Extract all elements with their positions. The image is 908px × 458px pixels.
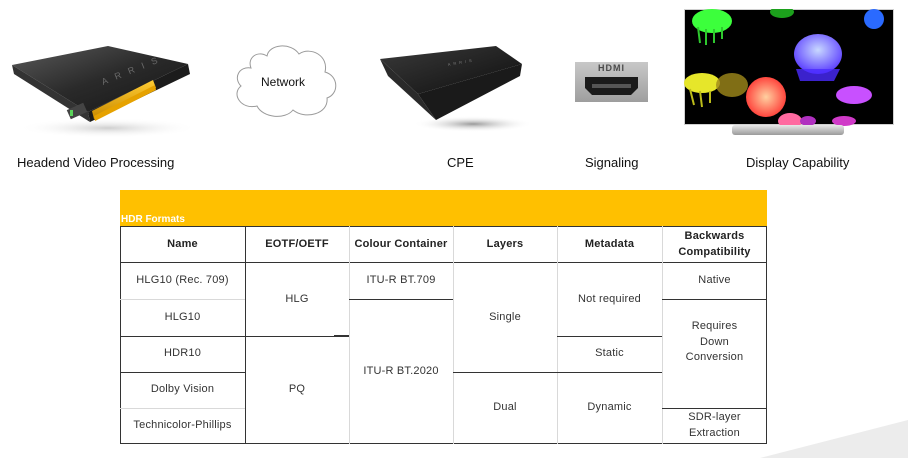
cell-container-bt709: ITU-R BT.709: [366, 274, 436, 287]
stage-label-signaling: Signaling: [585, 155, 639, 170]
grid-h-name-3: [120, 372, 245, 373]
cell-metadata-not-required: Not required: [578, 292, 641, 305]
grid-h-layers-tick: [453, 372, 458, 373]
table-title: HDR Formats: [121, 214, 185, 225]
grid-v-1: [245, 226, 246, 444]
row-name-hlg10-rec709: HLG10 (Rec. 709): [136, 274, 229, 287]
network-cloud-icon: [229, 38, 341, 122]
grid-h-container-tick: [334, 335, 349, 336]
row-name-technicolor: Technicolor-Phillips: [133, 419, 232, 432]
network-label: Network: [261, 75, 306, 89]
table-border-top: [120, 226, 767, 227]
stage-label-headend: Headend Video Processing: [17, 155, 175, 170]
cell-layers-single: Single: [489, 310, 521, 323]
cell-compat-sdr-extraction: SDR-layer Extraction: [688, 411, 741, 439]
grid-v-2: [349, 226, 350, 444]
hdmi-logo-text: HDMI: [598, 63, 625, 73]
grid-h-name-1: [120, 299, 245, 300]
svg-text:ARRIS: ARRIS: [447, 57, 475, 67]
grid-h-layers: [453, 372, 557, 373]
stage-label-cpe: CPE: [447, 155, 474, 170]
table-border-left: [120, 226, 121, 444]
cell-eotf-pq: PQ: [288, 383, 306, 396]
stage-label-display: Display Capability: [746, 155, 850, 170]
cell-metadata-dynamic: Dynamic: [587, 401, 632, 414]
cell-eotf-hlg: HLG: [285, 292, 309, 305]
grid-v-3: [453, 226, 454, 444]
cpe-settop-box-image: ARRIS: [378, 42, 536, 134]
hdmi-port-image: HDMI: [575, 62, 648, 102]
column-header-eotf: EOTF/OETF: [265, 237, 329, 250]
cell-compat-native: Native: [698, 274, 731, 287]
column-header-compat: Backwards Compatibility: [678, 229, 751, 258]
table-border-bottom: [120, 443, 767, 444]
header-divider: [120, 262, 767, 263]
row-name-hlg10: HLG10: [164, 310, 201, 323]
column-header-container: Colour Container: [354, 237, 448, 250]
grid-h-name-4: [120, 408, 245, 409]
column-header-name: Name: [167, 237, 198, 250]
column-header-layers: Layers: [486, 237, 524, 250]
grid-h-compat-2: [662, 408, 767, 409]
tv-display-image: [684, 6, 894, 139]
grid-h-eotf: [245, 336, 349, 337]
grid-h-name-2: [120, 336, 245, 337]
grid-h-metadata-2: [557, 372, 662, 373]
grid-v-5: [662, 226, 663, 444]
row-name-hdr10: HDR10: [163, 347, 202, 360]
row-name-dolby-vision: Dolby Vision: [150, 383, 215, 396]
grid-v-4: [557, 226, 558, 444]
headend-server-image: ARRIS: [8, 40, 198, 140]
cell-layers-dual: Dual: [493, 401, 517, 414]
grid-h-compat-1: [662, 299, 767, 300]
cell-metadata-static: Static: [595, 347, 624, 360]
cell-container-bt2020: ITU-R BT.2020: [363, 364, 439, 377]
cell-compat-down-conversion: Requires Down Conversion: [685, 319, 744, 364]
table-title-bar: HDR Formats: [120, 190, 767, 226]
table-border-right: [766, 226, 767, 444]
grid-h-container: [349, 299, 453, 300]
grid-h-metadata-1: [557, 336, 662, 337]
column-header-metadata: Metadata: [584, 237, 635, 250]
